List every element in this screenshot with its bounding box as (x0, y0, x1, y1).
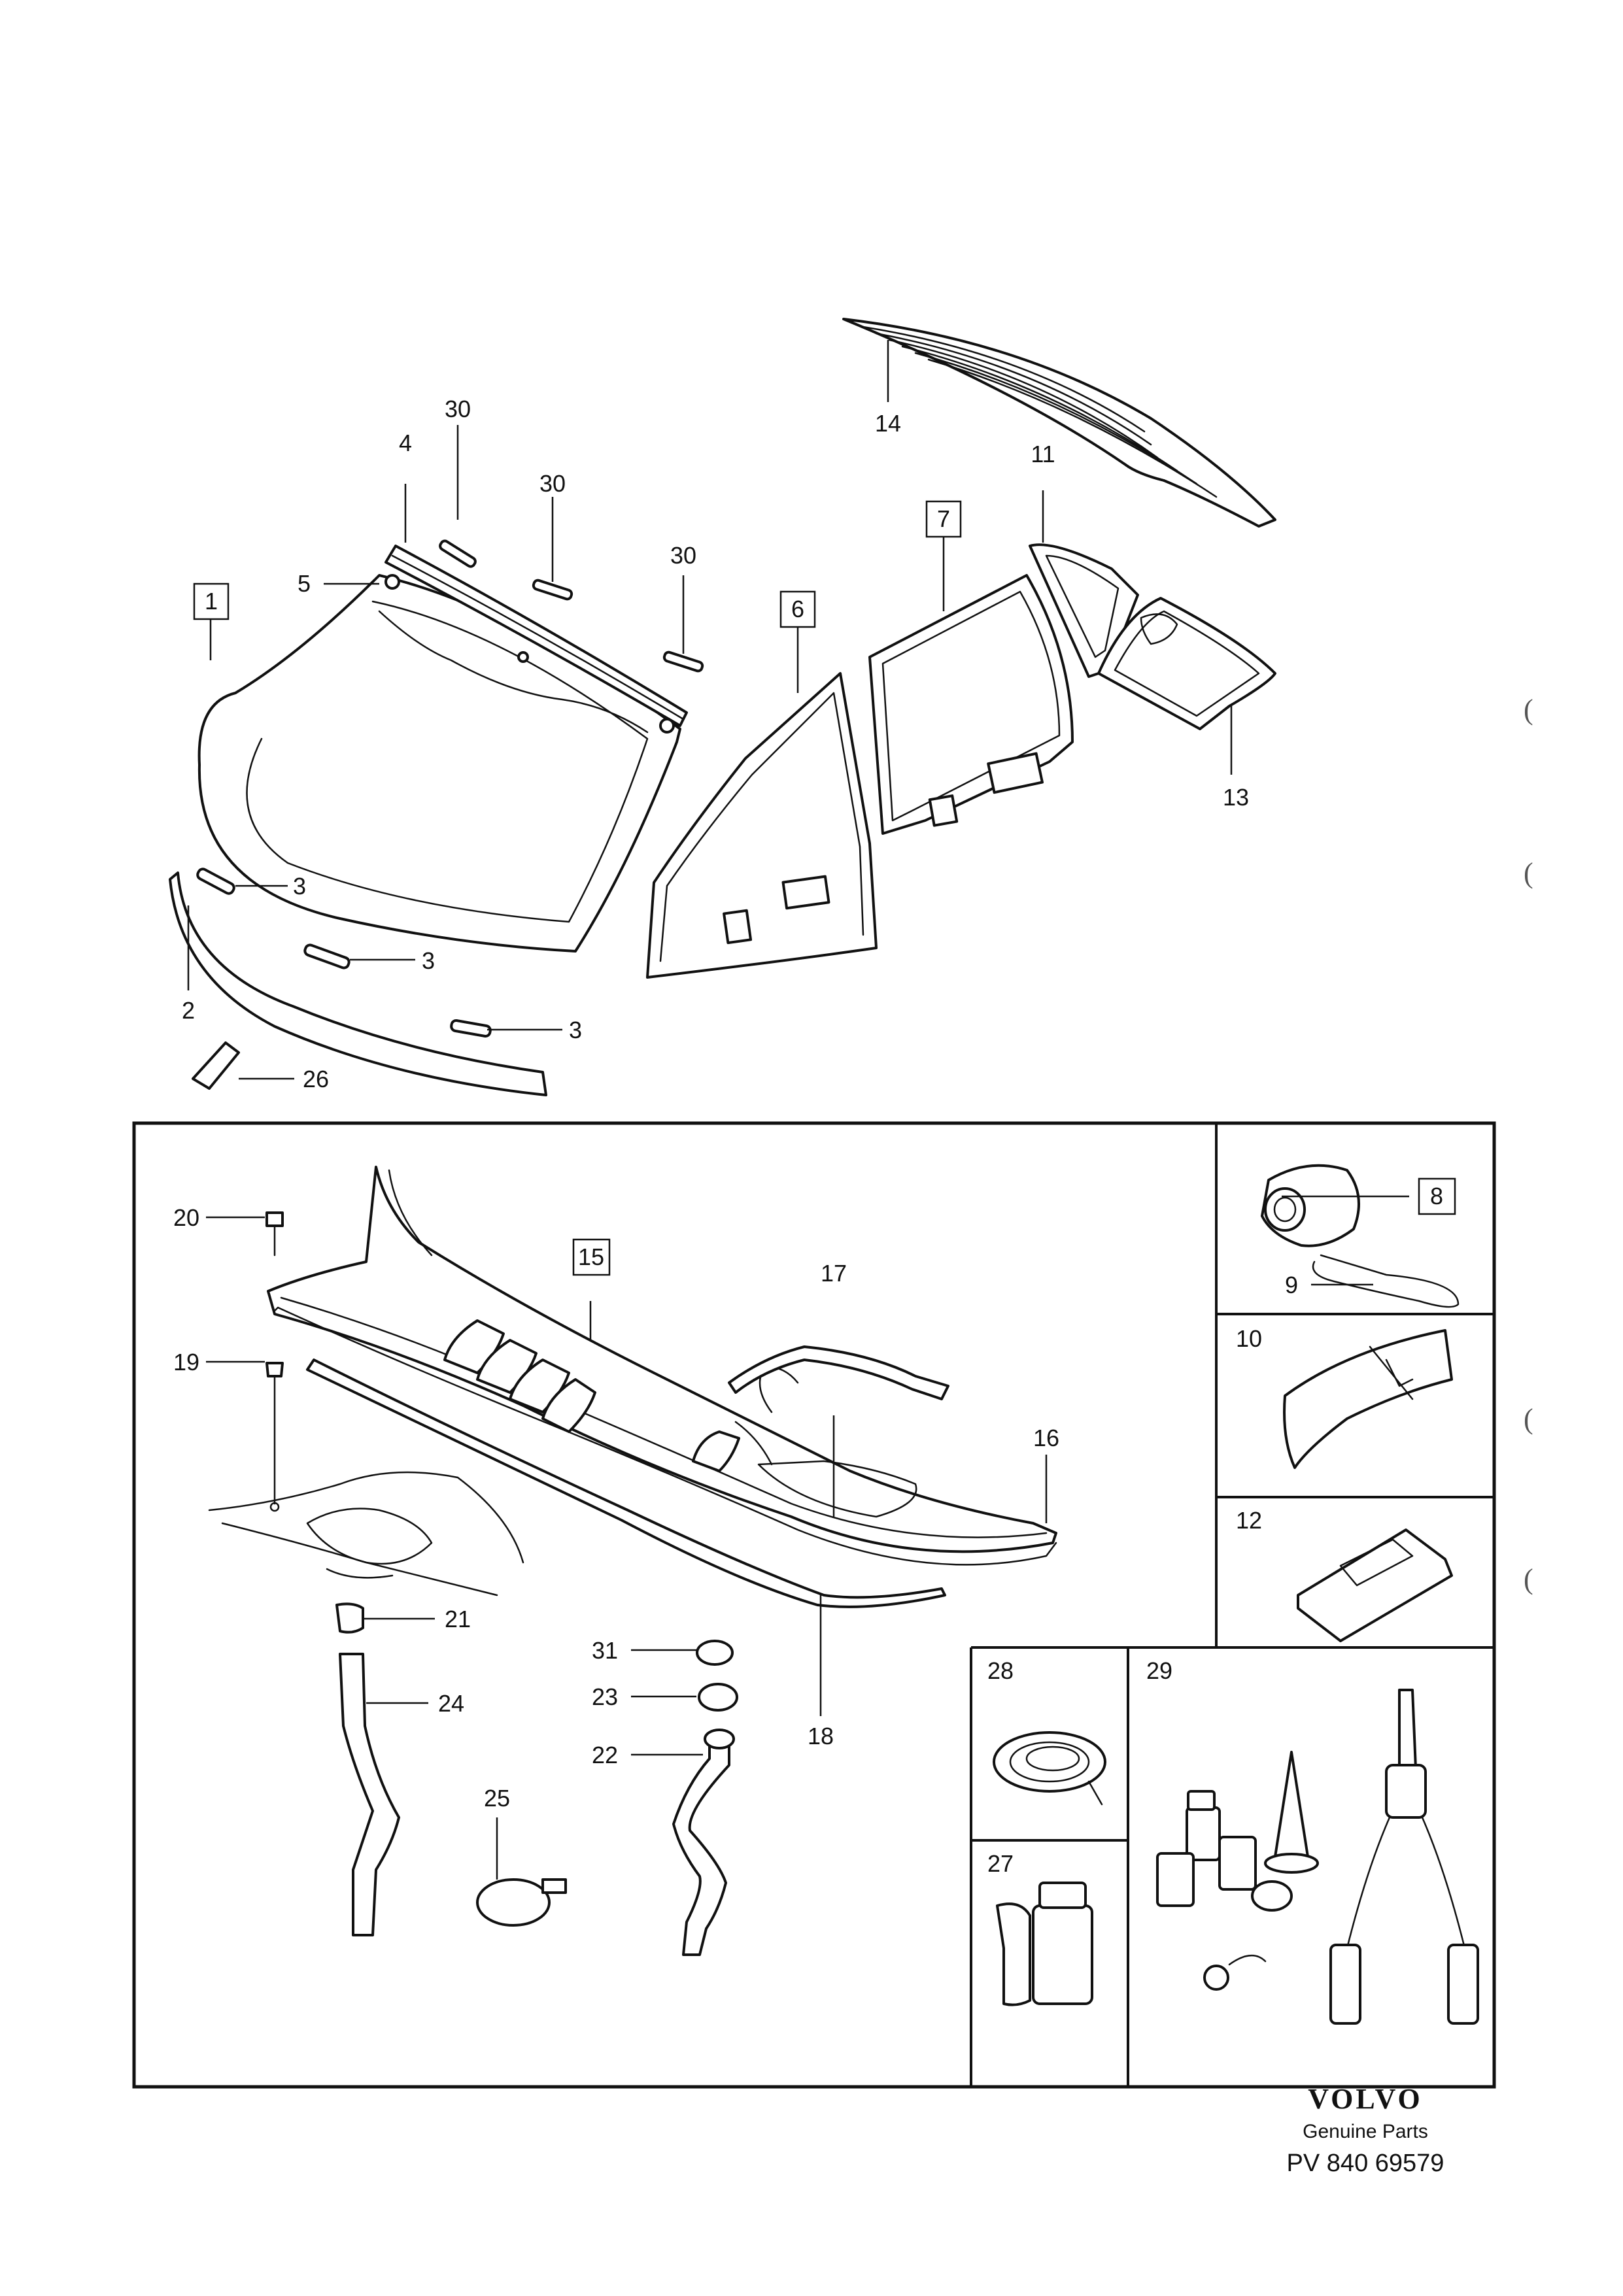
front-door-glass (646, 672, 878, 979)
clip-mid (517, 651, 529, 663)
callout-14: 14 (875, 410, 901, 437)
bottle-27 (996, 1882, 1093, 2006)
edge-mark-3: ( (1524, 1403, 1533, 1435)
callout-22: 22 (592, 1742, 618, 1768)
hose-22 (672, 1729, 735, 1956)
callout-3b: 3 (422, 947, 435, 974)
hose-24 (339, 1653, 400, 1936)
callout-26: 26 (303, 1066, 329, 1092)
callout-17: 17 (821, 1260, 847, 1287)
callout-6: 6 (791, 596, 804, 622)
clip-19 (265, 1362, 284, 1377)
callout-12: 12 (1236, 1507, 1262, 1534)
hose-clamp-25 (476, 1878, 567, 1927)
callout-5: 5 (298, 570, 311, 597)
cowl-panel (208, 1166, 1057, 1596)
rear-window-glass (842, 318, 1276, 528)
callout-3a: 3 (293, 873, 306, 900)
edge-mark-1: ( (1524, 694, 1533, 726)
fitting-8 (1261, 1164, 1360, 1247)
clip-3b (303, 943, 350, 970)
lower-moulding (169, 871, 547, 1096)
sealing-tape-28 (993, 1731, 1106, 1806)
callout-box-8 (1418, 1177, 1456, 1215)
clip-10 (1283, 1329, 1453, 1469)
callout-7: 7 (937, 505, 950, 532)
callout-1: 1 (205, 588, 218, 615)
edge-mark-2: ( (1524, 857, 1533, 889)
seal-strip-18 (306, 1359, 946, 1608)
strip-30a (439, 539, 477, 568)
repair-kit-29 (1156, 1689, 1479, 2025)
upper-seal-strip (384, 545, 688, 727)
callout-25: 25 (484, 1785, 510, 1812)
callout-15: 15 (578, 1243, 604, 1270)
quarter-glass-13 (1097, 597, 1276, 730)
clip-5 (384, 574, 400, 590)
wire-9 (1312, 1254, 1460, 1308)
document-number: PV 840 69579 (1286, 2150, 1444, 2177)
callout-4: 4 (399, 430, 412, 456)
callout-9: 9 (1285, 1272, 1298, 1298)
callout-box-1 (193, 582, 230, 620)
seal-23 (698, 1683, 738, 1712)
callout-8: 8 (1430, 1183, 1443, 1209)
clip-3c (450, 1019, 492, 1038)
rear-door-glass (868, 574, 1074, 835)
quarter-glass-11 (1029, 543, 1139, 678)
callout-30a: 30 (445, 396, 471, 422)
callout-29: 29 (1146, 1657, 1172, 1684)
callout-3c: 3 (569, 1017, 582, 1043)
grommet-31 (696, 1640, 734, 1666)
callout-27: 27 (987, 1850, 1014, 1877)
bolt-20 (265, 1211, 284, 1257)
edge-mark-4: ( (1524, 1563, 1533, 1595)
callout-28: 28 (987, 1657, 1014, 1684)
callout-21: 21 (445, 1606, 471, 1632)
callout-13: 13 (1223, 784, 1249, 811)
callout-11: 11 (1031, 441, 1055, 467)
volvo-logo: VOLVO (1308, 2083, 1423, 2115)
callout-20: 20 (173, 1204, 199, 1231)
callout-31: 31 (592, 1637, 618, 1664)
callout-10: 10 (1236, 1325, 1262, 1352)
callout-24: 24 (438, 1690, 464, 1717)
lower-frame (132, 1121, 1496, 2089)
callout-30b: 30 (539, 470, 566, 497)
callout-2: 2 (182, 997, 195, 1024)
windscreen-glass (197, 574, 681, 953)
callout-19: 19 (173, 1349, 199, 1376)
strip-30b (532, 579, 573, 601)
callout-16: 16 (1033, 1425, 1059, 1451)
callout-box-6 (779, 590, 816, 628)
brand-tagline: Genuine Parts (1303, 2121, 1428, 2142)
callout-23: 23 (592, 1683, 618, 1710)
clip-end (659, 718, 675, 734)
bracket-12 (1297, 1528, 1453, 1642)
callout-30c: 30 (670, 542, 696, 569)
callout-box-15 (572, 1238, 611, 1276)
cowl-seal-16 (273, 1306, 1057, 1566)
spacer-26 (192, 1041, 240, 1090)
callout-box-7 (925, 500, 962, 538)
callout-18: 18 (808, 1723, 834, 1749)
grommet-21 (335, 1602, 364, 1634)
tube-17 (728, 1345, 949, 1400)
clip-3a (196, 868, 235, 895)
strip-30c (662, 650, 704, 673)
